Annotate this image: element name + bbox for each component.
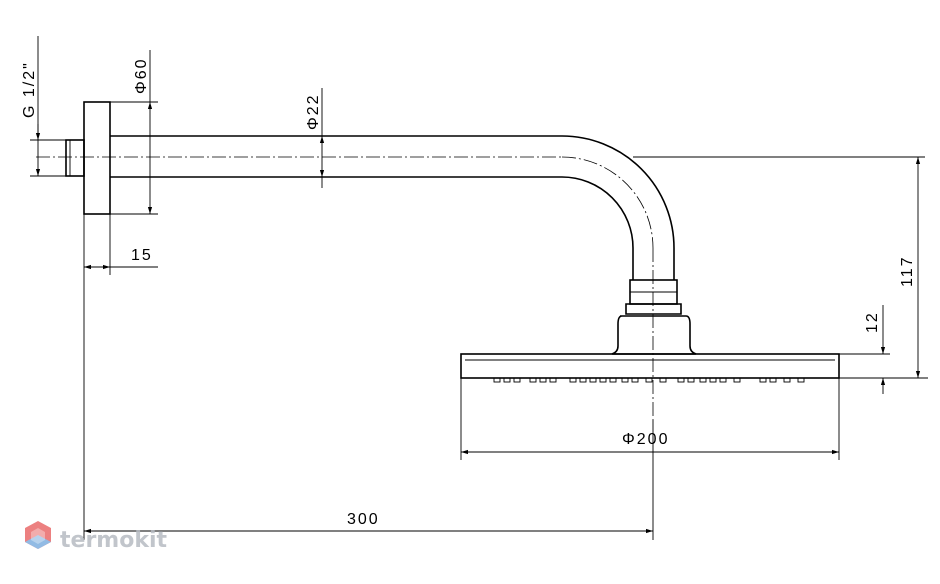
dim-flange-diameter-label: Φ60	[133, 57, 150, 94]
nozzle	[621, 377, 629, 383]
nozzle	[687, 377, 695, 383]
dim-drop-height-label: 117	[899, 255, 916, 287]
nozzle	[759, 377, 767, 383]
nozzle	[609, 377, 617, 383]
shower-head	[460, 353, 840, 383]
nozzle-row	[493, 377, 805, 383]
brand-watermark: termokit	[25, 521, 167, 553]
nozzle	[589, 377, 597, 383]
shower-arm	[110, 135, 675, 280]
dim-arm-length: 300	[84, 420, 654, 540]
nozzle	[769, 377, 777, 383]
wall-flange	[83, 101, 111, 215]
dim-thread: G 1/2"	[21, 36, 66, 177]
swivel-joint	[611, 279, 697, 355]
nozzle	[549, 377, 557, 383]
nozzle	[529, 377, 537, 383]
nozzle	[539, 377, 547, 383]
dim-thread-label: G 1/2"	[21, 61, 38, 118]
dim-pipe-diameter: Φ22	[305, 88, 325, 188]
nozzle	[677, 377, 685, 383]
brand-logo-icon	[25, 521, 51, 549]
dim-head-thickness: 12	[839, 305, 890, 394]
nozzle	[599, 377, 607, 383]
nozzle	[503, 377, 511, 383]
brand-name: termokit	[60, 528, 167, 553]
nozzle	[569, 377, 577, 383]
thread-connector	[65, 139, 85, 177]
nozzle	[493, 377, 501, 383]
dim-head-diameter: Φ200	[460, 378, 840, 460]
nozzle	[783, 377, 791, 383]
nozzle	[699, 377, 707, 383]
nozzle	[797, 377, 805, 383]
nozzle	[659, 377, 667, 383]
dim-drop-height: 117	[839, 157, 928, 379]
nozzle	[733, 377, 741, 383]
nozzle	[709, 377, 717, 383]
nozzle	[645, 377, 653, 383]
dim-flange-diameter: Φ60	[110, 50, 158, 215]
dim-head-thickness-label: 12	[864, 311, 881, 333]
dim-pipe-diameter-label: Φ22	[305, 93, 322, 130]
nozzle	[631, 377, 639, 383]
nozzle	[579, 377, 587, 383]
dim-flange-thickness: 15	[83, 214, 158, 540]
nozzle	[719, 377, 727, 383]
nozzle	[513, 377, 521, 383]
dim-flange-thickness-label: 15	[131, 247, 153, 264]
center-lines	[36, 156, 925, 420]
dim-arm-length-label: 300	[347, 511, 380, 528]
dim-head-diameter-label: Φ200	[622, 431, 669, 448]
